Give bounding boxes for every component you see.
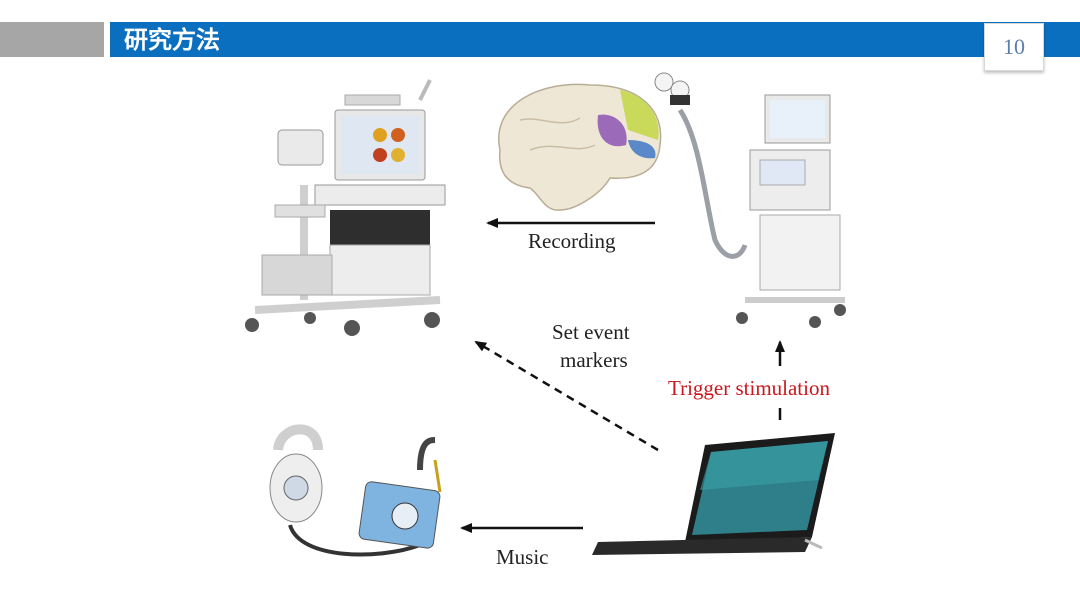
- set-event-label-line1: Set event: [552, 320, 630, 344]
- header-gray-bar: [0, 22, 104, 57]
- laptop-illustration: [592, 433, 835, 555]
- trigger-stimulation-label: Trigger stimulation: [668, 376, 830, 400]
- music-label: Music: [496, 545, 549, 569]
- brain-illustration: [497, 83, 662, 211]
- tms-stimulator-illustration: [654, 72, 846, 328]
- event-marker-arrow: [474, 340, 659, 452]
- headphones-audio-interface-illustration: [269, 424, 442, 557]
- set-event-label-line2: markers: [560, 348, 628, 372]
- recording-label: Recording: [528, 229, 616, 253]
- eeg-system-illustration: [245, 79, 446, 336]
- header-blue-bar: [110, 22, 1080, 57]
- page-number: 10: [984, 23, 1044, 71]
- slide-title: 研究方法: [124, 26, 220, 54]
